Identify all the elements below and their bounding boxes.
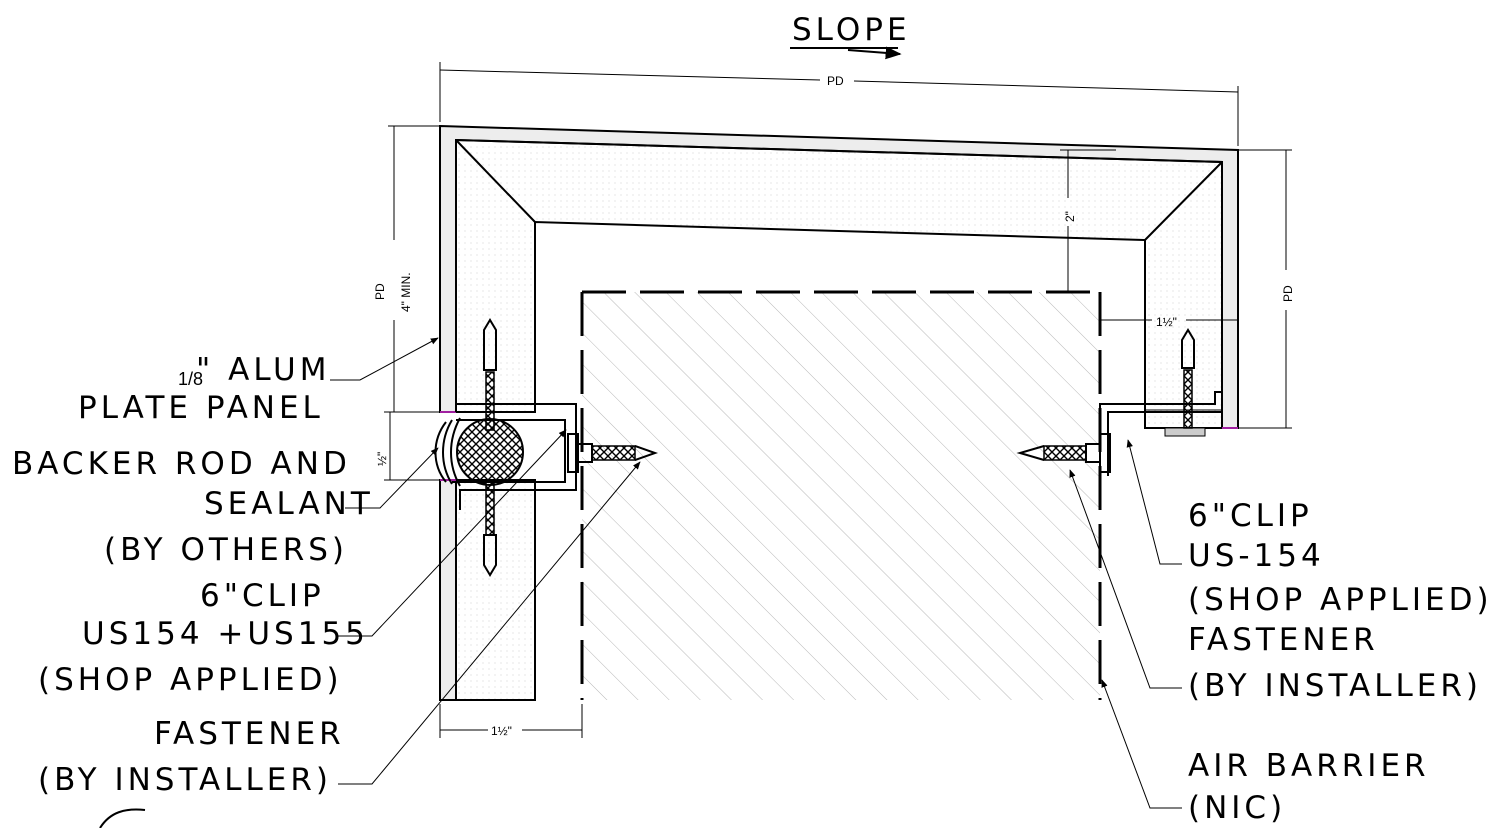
parapet-wall [580,290,1102,700]
dim-right-height: PD [1238,149,1295,429]
left-clip [452,403,577,510]
callout-fastener-left: FASTENER (BY INSTALLER) [38,461,641,798]
fastener-left-horizontal [567,433,659,473]
lower-wall-panel [439,479,536,701]
dim-bottom-depth: 1½" [439,704,583,738]
clip-right-line1: 6"CLIP [1188,498,1313,534]
dim-joint-gap-text: ½" [375,452,389,466]
fastener-right-line2: (BY INSTALLER) [1188,668,1482,704]
air-line2: (NIC) [1188,790,1286,826]
fastener-right-horizontal [1016,433,1111,473]
backer-line2: SEALANT [204,486,374,522]
backer-line1: BACKER ROD AND [12,446,351,482]
callout-air-barrier: AIR BARRIER (NIC) [1101,679,1430,826]
backer-line3: (BY OTHERS) [104,532,348,568]
slope-label: SLOPE [792,12,911,48]
dim-left-min-text: 4" MIN. [399,272,413,312]
clip-left-line3: (SHOP APPLIED) [38,662,343,698]
detail-bubble [99,808,146,828]
dim-top-width: PD [439,62,1239,146]
dim-right-depth-text: 1½" [1156,315,1177,329]
dim-bottom-depth-text: 1½" [491,724,512,738]
callout-plate-panel: 1/8 " ALUM PLATE PANEL [78,337,439,426]
fastener-left-line1: FASTENER [154,716,345,752]
fastener-right-line1: FASTENER [1188,622,1379,658]
dim-left-height-text: PD [373,283,387,300]
slope-arrow [847,46,902,60]
backer-rod-sealant [434,417,524,487]
callout-backer-rod: BACKER ROD AND SEALANT (BY OTHERS) [12,446,439,568]
dim-inner-gap-text: 2" [1063,211,1077,222]
coping-panel [439,124,1239,429]
callout-clip-right: 6"CLIP US-154 (SHOP APPLIED) [1126,439,1491,618]
air-line1: AIR BARRIER [1188,748,1430,784]
screw-left-upper [483,318,497,431]
clip-right-line3: (SHOP APPLIED) [1188,582,1491,618]
fastener-left-line2: (BY INSTALLER) [38,762,332,798]
screw-right-vertical [1181,328,1195,429]
clip-left-line1: 6"CLIP [200,578,325,614]
dim-left-height: PD 4" MIN. [373,125,440,413]
clip-right-line2: US-154 [1188,538,1325,574]
screw-left-lower [483,479,497,577]
dim-right-height-text: PD [1281,285,1295,302]
callout-fastener-right: FASTENER (BY INSTALLER) [1069,469,1482,704]
dim-right-depth: 1½" [1100,315,1238,329]
callout-clip-left: 6"CLIP US154 +US155 (SHOP APPLIED) [38,429,567,698]
plate-line1: " ALUM [196,352,330,388]
right-clip [1099,391,1223,476]
plate-line2: PLATE PANEL [78,390,324,426]
plate-fraction: 1/8 [178,369,203,389]
dim-top-width-text: PD [827,74,844,88]
dim-inner-gap: 2" [1060,149,1116,292]
dim-joint-gap: ½" [375,411,440,481]
clip-left-line2: US154 +US155 [82,616,369,652]
